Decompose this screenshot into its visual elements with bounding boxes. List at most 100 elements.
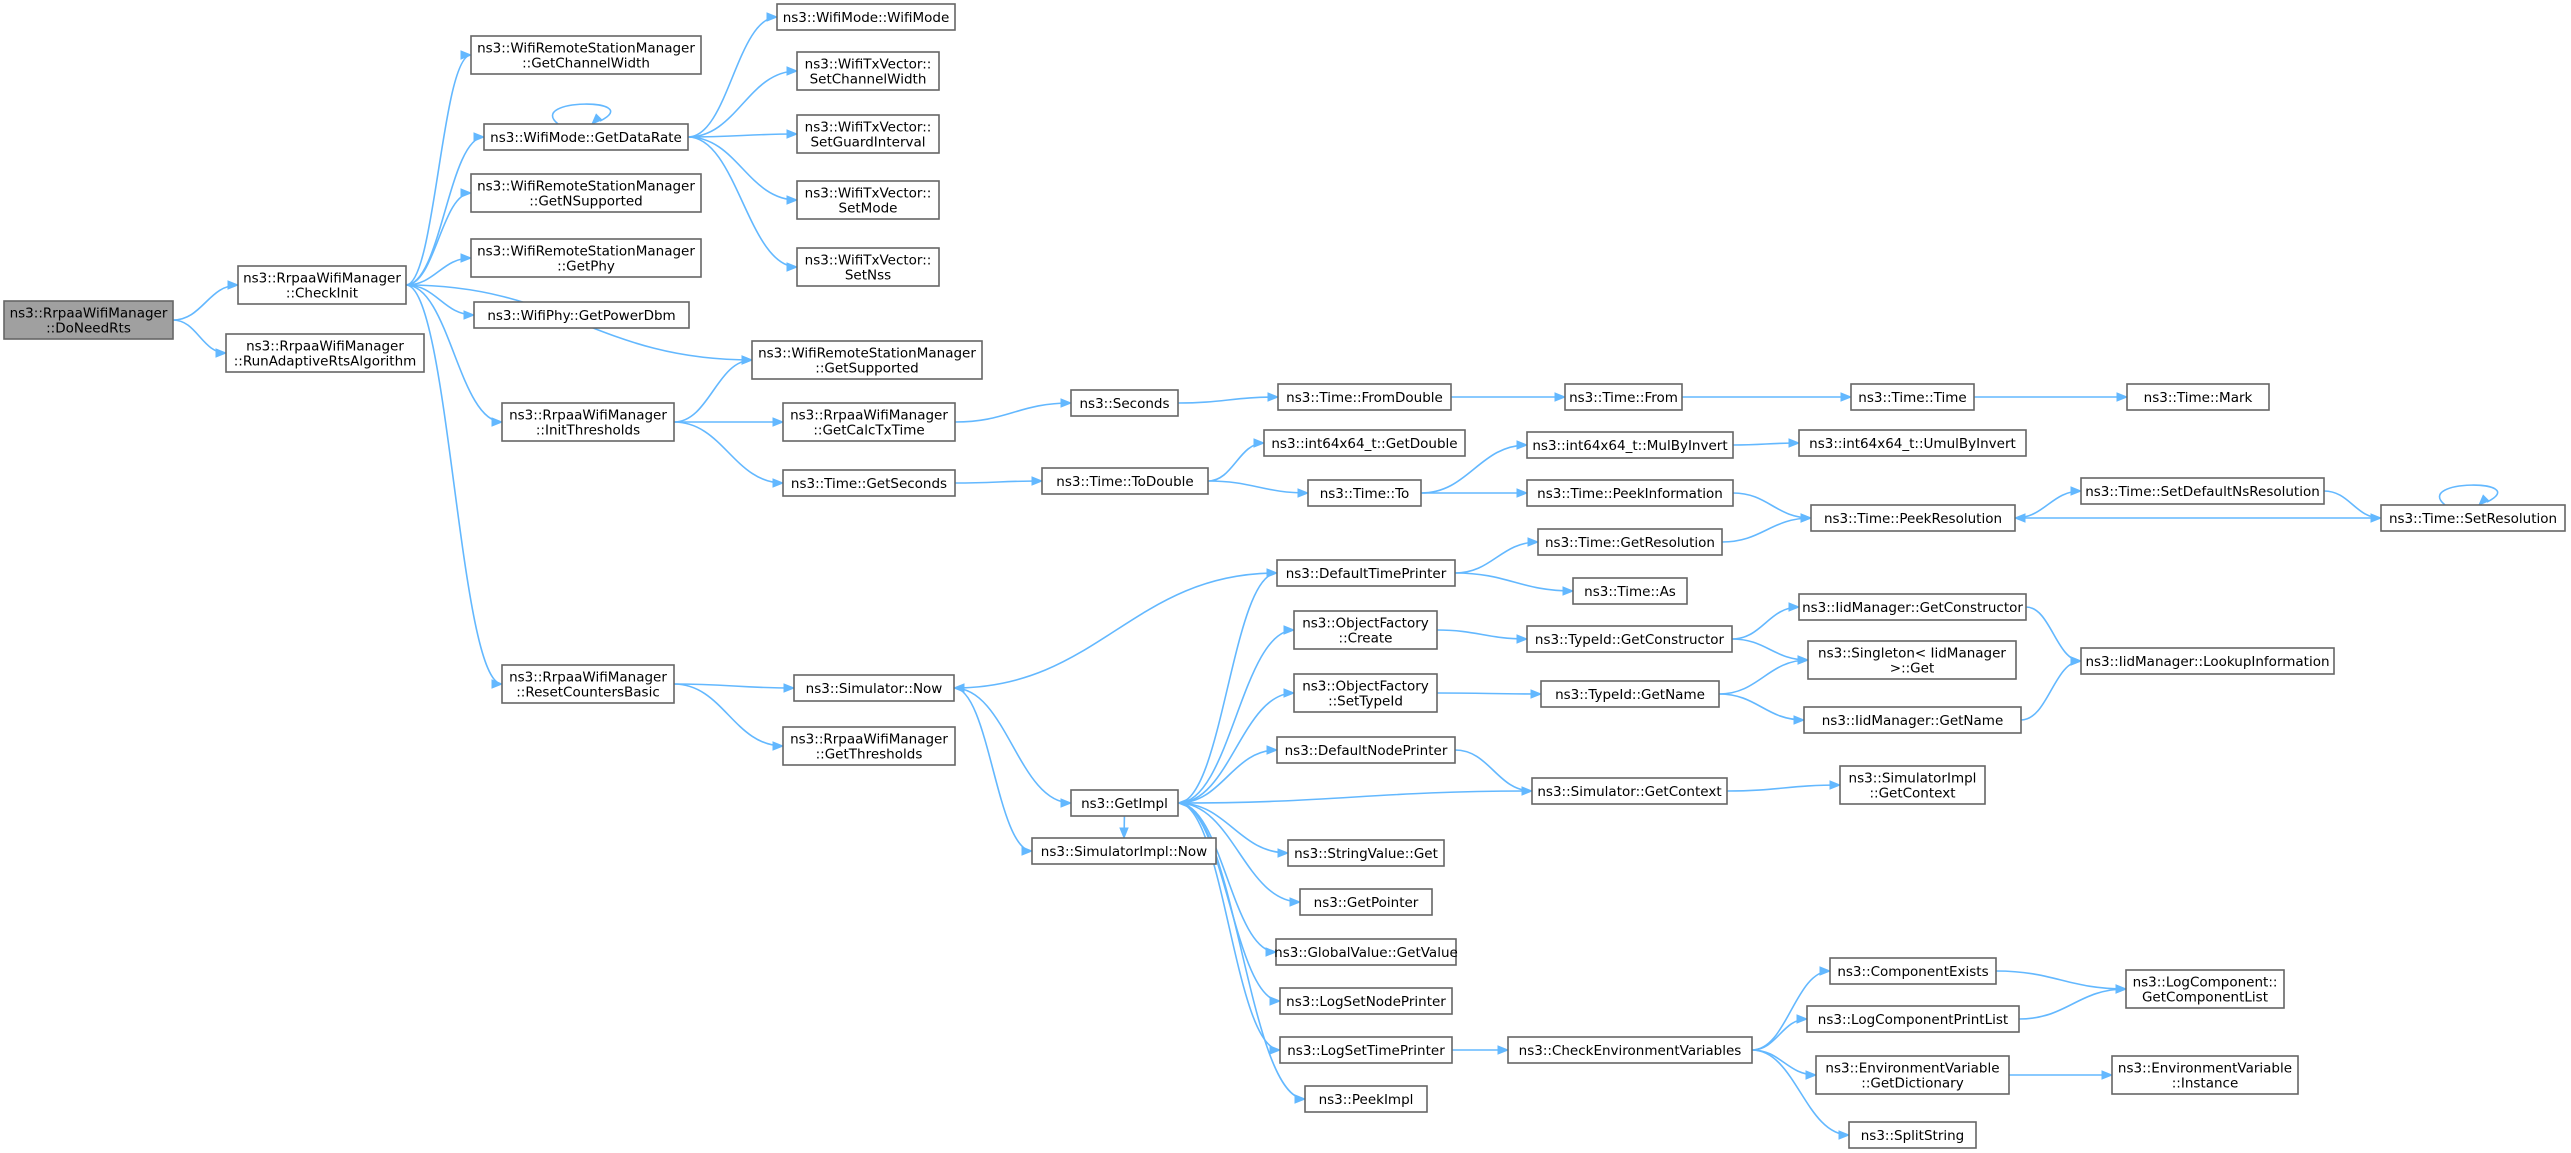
- arrow-head-icon: [1788, 602, 1801, 612]
- edge-getimpl-to-defaultnodeprinter: [1177, 745, 1279, 804]
- edge-line: [1436, 692, 1542, 695]
- node-box: [2380, 504, 2566, 532]
- node-globalvalue[interactable]: ns3::GlobalValue::GetValue: [1274, 938, 1458, 966]
- edge-simgetcontext-to-simimplgetcontext: [1726, 780, 1842, 792]
- node-simnow[interactable]: ns3::Simulator::Now: [793, 674, 955, 702]
- node-simgetcontext[interactable]: ns3::Simulator::GetContext: [1531, 777, 1728, 805]
- arrow-head-icon: [1283, 625, 1296, 635]
- node-label: ns3::PeekImpl: [1319, 1092, 1414, 1108]
- node-initthresholds[interactable]: ns3::RrpaaWifiManager::InitThresholds: [501, 402, 675, 442]
- node-box: [470, 238, 702, 278]
- edge-logsettimeprinter-to-checkenv: [1452, 1045, 1510, 1055]
- node-setdefaultns[interactable]: ns3::Time::SetDefaultNsResolution: [2080, 477, 2325, 505]
- node-ofsettypeid[interactable]: ns3::ObjectFactory::SetTypeId: [1293, 673, 1438, 713]
- edge-simnow-to-getimpl: [953, 687, 1073, 808]
- node-getpointer[interactable]: ns3::GetPointer: [1299, 888, 1433, 916]
- edge-todouble-to-timeto: [1207, 480, 1310, 498]
- node-label: ns3::StringValue::Get: [1294, 846, 1438, 862]
- node-peekimpl[interactable]: ns3::PeekImpl: [1304, 1085, 1428, 1113]
- node-logsetnodeprinter[interactable]: ns3::LogSetNodePrinter: [1279, 987, 1453, 1015]
- node-envgetdictionary[interactable]: ns3::EnvironmentVariable::GetDictionary: [1815, 1055, 2010, 1095]
- node-box: [2125, 969, 2285, 1009]
- node-label: ::GetCalcTxTime: [813, 423, 924, 439]
- node-logsettimeprinter[interactable]: ns3::LogSetTimePrinter: [1279, 1036, 1453, 1064]
- node-setguardinterval[interactable]: ns3::WifiTxVector::SetGuardInterval: [796, 114, 940, 154]
- node-stringvalueget[interactable]: ns3::StringValue::Get: [1287, 839, 1445, 867]
- node-runadaptive[interactable]: ns3::RrpaaWifiManager::RunAdaptiveRtsAlg…: [225, 333, 425, 373]
- edge-line: [1177, 629, 1295, 804]
- node-logcomponentprintlist[interactable]: ns3::LogComponentPrintList: [1806, 1005, 2020, 1033]
- node-from[interactable]: ns3::Time::From: [1564, 383, 1683, 411]
- arrow-head-icon: [491, 417, 504, 427]
- node-box: [751, 340, 983, 380]
- node-fromdouble[interactable]: ns3::Time::FromDouble: [1277, 383, 1452, 411]
- node-mulbyinvert[interactable]: ns3::int64x64_t::MulByInvert: [1526, 431, 1734, 459]
- node-simimplnow[interactable]: ns3::SimulatorImpl::Now: [1031, 837, 1217, 865]
- node-timeto[interactable]: ns3::Time::To: [1307, 479, 1422, 507]
- node-resetcounters[interactable]: ns3::RrpaaWifiManager::ResetCountersBasi…: [501, 664, 675, 704]
- node-wifimode[interactable]: ns3::WifiMode::WifiMode: [776, 3, 956, 31]
- node-checkenv[interactable]: ns3::CheckEnvironmentVariables: [1507, 1036, 1753, 1064]
- edge-line: [2323, 490, 2382, 519]
- node-lookupinformation[interactable]: ns3::IidManager::LookupInformation: [2080, 647, 2335, 675]
- node-getresolution[interactable]: ns3::Time::GetResolution: [1537, 528, 1723, 556]
- node-envinstance[interactable]: ns3::EnvironmentVariable::Instance: [2111, 1055, 2299, 1095]
- node-getsupported[interactable]: ns3::WifiRemoteStationManager::GetSuppor…: [751, 340, 983, 380]
- node-box: [237, 265, 407, 305]
- node-typeidgetname[interactable]: ns3::TypeId::GetName: [1540, 680, 1720, 708]
- node-getcomponentlist[interactable]: ns3::LogComponent::GetComponentList: [2125, 969, 2285, 1009]
- node-simimplgetcontext[interactable]: ns3::SimulatorImpl::GetContext: [1839, 765, 1986, 805]
- node-setmode[interactable]: ns3::WifiTxVector::SetMode: [796, 180, 940, 220]
- node-getconstructor[interactable]: ns3::TypeId::GetConstructor: [1526, 625, 1733, 653]
- node-label: ns3::WifiRemoteStationManager: [477, 41, 695, 57]
- node-defaulttimeprinter[interactable]: ns3::DefaultTimePrinter: [1276, 559, 1456, 587]
- node-singletonget[interactable]: ns3::Singleton< IidManager >::Get: [1807, 640, 2017, 680]
- node-getchannelwidth[interactable]: ns3::WifiRemoteStationManager::GetChanne…: [470, 35, 702, 75]
- node-label: ns3::Simulator::GetContext: [1537, 784, 1721, 800]
- node-getnsupported[interactable]: ns3::WifiRemoteStationManager::GetNSuppo…: [470, 173, 702, 213]
- node-box: [483, 123, 689, 151]
- node-setchannelwidth[interactable]: ns3::WifiTxVector::SetChannelWidth: [796, 51, 940, 91]
- node-peekresolution[interactable]: ns3::Time::PeekResolution: [1810, 504, 2016, 532]
- node-componentexists[interactable]: ns3::ComponentExists: [1829, 957, 1997, 985]
- node-box: [2126, 383, 2270, 411]
- arrow-head-icon: [1516, 440, 1529, 450]
- node-getseconds[interactable]: ns3::Time::GetSeconds: [782, 469, 956, 497]
- arrow-head-icon: [1176, 798, 1189, 808]
- node-ofcreate[interactable]: ns3::ObjectFactory::Create: [1293, 610, 1438, 650]
- node-splitstring[interactable]: ns3::SplitString: [1848, 1121, 1977, 1149]
- edge-mulbyinvert-to-umulbyinvert: [1732, 438, 1801, 448]
- arrow-head-icon: [1800, 513, 1813, 523]
- node-checkinit[interactable]: ns3::RrpaaWifiManager::CheckInit: [237, 265, 407, 305]
- node-box: [1798, 429, 2027, 457]
- node-mark[interactable]: ns3::Time::Mark: [2126, 383, 2270, 411]
- node-getphy[interactable]: ns3::WifiRemoteStationManager::GetPhy: [470, 238, 702, 278]
- node-label: ::GetDictionary: [1861, 1076, 1963, 1092]
- node-getimpl[interactable]: ns3::GetImpl: [1070, 789, 1179, 817]
- node-int64getdouble[interactable]: ns3::int64x64_t::GetDouble: [1263, 429, 1466, 457]
- node-time[interactable]: ns3::Time::Time: [1850, 383, 1975, 411]
- node-setnss[interactable]: ns3::WifiTxVector::SetNss: [796, 247, 940, 287]
- node-peekinformation[interactable]: ns3::Time::PeekInformation: [1526, 479, 1734, 507]
- node-iidgetconstructor[interactable]: ns3::IidManager::GetConstructor: [1798, 593, 2027, 621]
- node-getthresholds[interactable]: ns3::RrpaaWifiManager::GetThresholds: [782, 726, 956, 766]
- node-getdatarate[interactable]: ns3::WifiMode::GetDataRate: [483, 123, 689, 151]
- node-getcalctxtime[interactable]: ns3::RrpaaWifiManager::GetCalcTxTime: [782, 402, 956, 442]
- node-defaultnodeprinter[interactable]: ns3::DefaultNodePrinter: [1276, 736, 1456, 764]
- node-timeas[interactable]: ns3::Time::As: [1572, 577, 1688, 605]
- edge-defaulttimeprinter-to-simnow: [952, 572, 1278, 693]
- arrow-head-icon: [766, 12, 779, 22]
- node-todouble[interactable]: ns3::Time::ToDouble: [1041, 467, 1209, 495]
- node-box: [796, 247, 940, 287]
- edge-timeto-to-mulbyinvert: [1420, 440, 1529, 494]
- node-iidgetname[interactable]: ns3::IidManager::GetName: [1803, 706, 2022, 734]
- node-setresolution[interactable]: ns3::Time::SetResolution: [2380, 504, 2566, 532]
- node-umulbyinvert[interactable]: ns3::int64x64_t::UmulByInvert: [1798, 429, 2027, 457]
- edge-setresolution-to-peekresolution: [2013, 513, 2381, 523]
- edge-line: [954, 402, 1072, 423]
- arrow-head-icon: [741, 355, 754, 365]
- node-seconds[interactable]: ns3::Seconds: [1070, 389, 1179, 417]
- node-label: ns3::ComponentExists: [1837, 964, 1988, 980]
- node-doneedrts[interactable]: ns3::RrpaaWifiManager::DoNeedRts: [3, 300, 174, 340]
- node-getpowerdbm[interactable]: ns3::WifiPhy::GetPowerDbm: [473, 301, 690, 329]
